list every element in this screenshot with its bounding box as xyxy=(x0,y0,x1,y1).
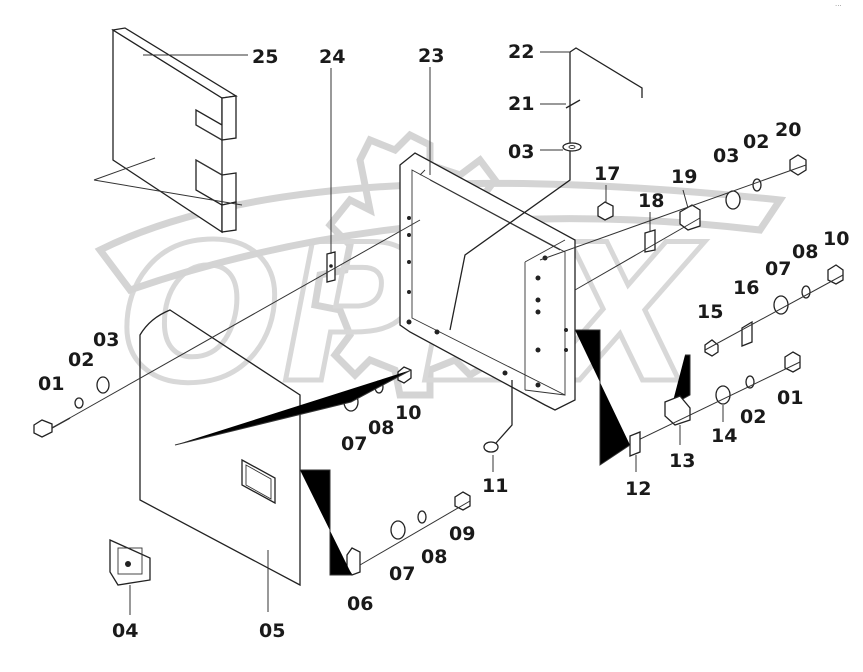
part-25-pad xyxy=(111,27,238,234)
callout-03-right: 03 xyxy=(713,145,739,167)
callout-02: 02 xyxy=(68,349,94,371)
hardware-lower xyxy=(300,469,471,576)
callout-23: 23 xyxy=(418,45,444,67)
part-04-bracket xyxy=(109,538,151,586)
callout-22: 22 xyxy=(508,41,534,63)
callout-02-right: 02 xyxy=(740,406,766,428)
watermark-swoosh xyxy=(94,179,787,295)
part-03-washer-top xyxy=(562,142,582,152)
corner-mark: ··· xyxy=(835,2,842,10)
part-24-strip xyxy=(326,251,336,283)
callout-20: 20 xyxy=(775,119,801,141)
callout-15: 15 xyxy=(697,301,723,323)
callout-07-mid: 07 xyxy=(341,433,367,455)
part-23-frame xyxy=(399,152,576,411)
callout-10-mid: 10 xyxy=(395,402,421,424)
callout-08-mid: 08 xyxy=(368,417,394,439)
callout-08-low: 08 xyxy=(421,546,447,568)
hardware-left xyxy=(33,219,421,438)
callout-14: 14 xyxy=(711,425,737,447)
callout-09: 09 xyxy=(449,523,475,545)
hardware-mid xyxy=(174,366,412,446)
callout-leaders xyxy=(93,51,724,615)
callout-04: 04 xyxy=(112,620,138,642)
callout-03: 03 xyxy=(93,329,119,351)
hardware-right-lower xyxy=(575,264,844,466)
callout-19: 19 xyxy=(671,166,697,188)
callout-11: 11 xyxy=(482,475,508,497)
callout-03-top: 03 xyxy=(508,141,534,163)
callout-01: 01 xyxy=(38,373,64,395)
callout-07-right: 07 xyxy=(765,258,791,280)
callout-06: 06 xyxy=(347,593,373,615)
callout-10-right: 10 xyxy=(823,228,849,250)
callout-18: 18 xyxy=(638,190,664,212)
part-05-panel xyxy=(139,309,301,587)
callout-24: 24 xyxy=(319,46,345,68)
part-21-pin xyxy=(565,99,581,109)
callout-21: 21 xyxy=(508,93,534,115)
callout-05: 05 xyxy=(259,620,285,642)
part-22-rod xyxy=(449,47,643,331)
callout-08-right: 08 xyxy=(792,241,818,263)
callout-02-upper: 02 xyxy=(743,131,769,153)
callout-07-low: 07 xyxy=(389,563,415,585)
callout-17: 17 xyxy=(594,163,620,185)
part-11-eye xyxy=(483,380,513,453)
callout-labels: 01 02 03 04 05 06 07 08 10 07 08 09 11 1… xyxy=(38,41,849,642)
callout-13: 13 xyxy=(669,450,695,472)
callout-12: 12 xyxy=(625,478,651,500)
hardware-right-upper xyxy=(539,154,807,291)
callout-25: 25 xyxy=(252,46,278,68)
callout-16: 16 xyxy=(733,277,759,299)
callout-01-right: 01 xyxy=(777,387,803,409)
